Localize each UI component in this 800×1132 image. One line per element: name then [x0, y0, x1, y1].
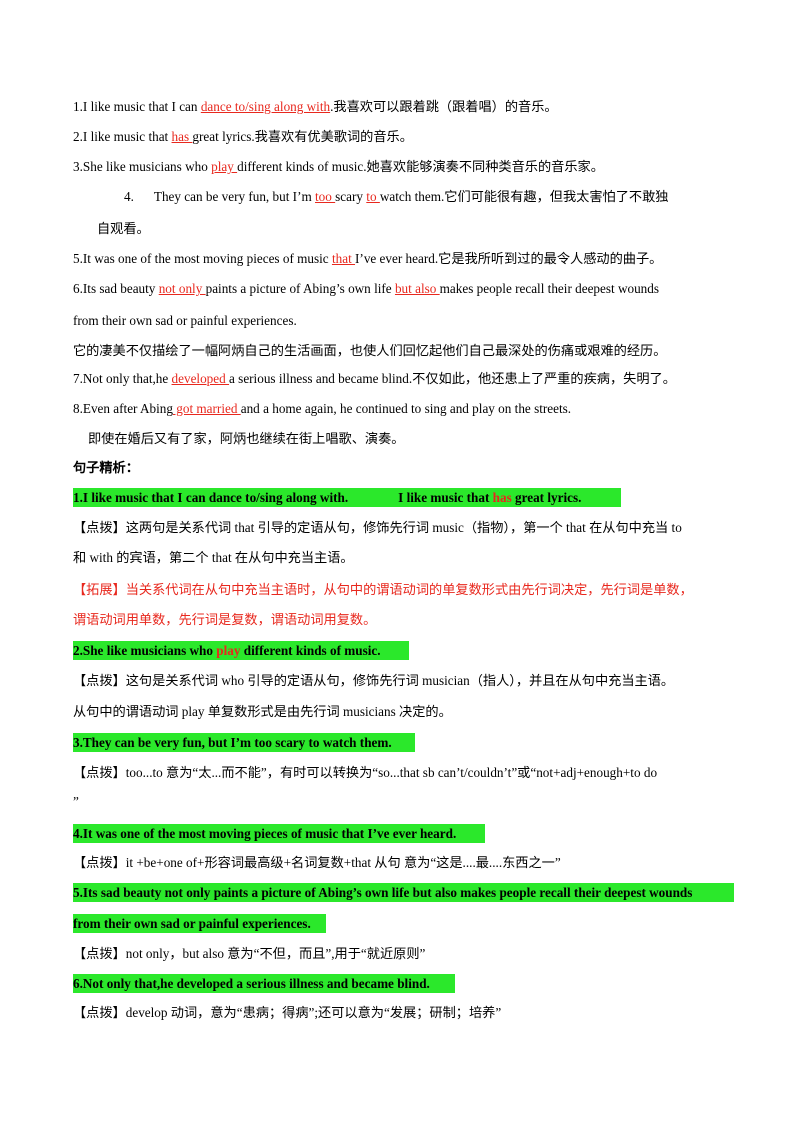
- sentence-6-translation: 它的凄美不仅描绘了一幅阿炳自己的生活画面，也使人们回忆起他们自己最深处的伤痛或艰…: [73, 343, 667, 358]
- answer-blank: developed: [171, 371, 230, 386]
- analysis-heading: 句子精析：: [73, 460, 139, 475]
- answer-blank: that: [331, 251, 356, 266]
- analysis-note-2-continued: 从句中的谓语动词 play 单复数形式是由先行词 musicians 决定的。: [73, 704, 452, 719]
- answer-blank: to: [366, 189, 380, 204]
- answer-blank: but also: [394, 281, 440, 296]
- analysis-note-2: 【点拨】这句是关系代词 who 引导的定语从句，修饰先行词 musician（指…: [73, 673, 675, 688]
- analysis-highlight-1: 1.I like music that I can dance to/sing …: [73, 488, 621, 508]
- analysis-highlight-5: 5.Its sad beauty not only paints a pictu…: [73, 883, 734, 903]
- extension-note-continued: 谓语动词用单数，先行词是复数，谓语动词用复数。: [73, 612, 377, 627]
- answer-blank: has: [171, 129, 193, 144]
- analysis-highlight-2: 2.She like musicians who play different …: [73, 641, 409, 661]
- sentence-6: 6.Its sad beauty not only paints a pictu…: [73, 281, 660, 296]
- analysis-highlight-4: 4.It was one of the most moving pieces o…: [73, 824, 485, 844]
- analysis-highlight-6: 6.Not only that,he developed a serious i…: [73, 974, 455, 994]
- sentence-8: 8.Even after Abing got married and a hom…: [73, 401, 572, 416]
- sentence-5: 5.It was one of the most moving pieces o…: [73, 251, 663, 266]
- answer-blank: not only: [158, 281, 206, 296]
- sentence-7: 7.Not only that,he developed a serious i…: [73, 371, 676, 386]
- answer-blank: too: [315, 189, 336, 204]
- sentence-4: 4.They can be very fun, but I’m too scar…: [124, 189, 669, 204]
- analysis-note-3-continued: ”: [73, 794, 79, 809]
- analysis-highlight-3: 3.They can be very fun, but I’m too scar…: [73, 733, 415, 753]
- analysis-note-6: 【点拨】develop 动词，意为“患病；得病”;还可以意为“发展；研制；培养”: [73, 1005, 502, 1020]
- sentence-1: 1.I like music that I can dance to/sing …: [73, 99, 558, 114]
- answer-blank: got married: [172, 401, 241, 416]
- analysis-note-1: 【点拨】这两句是关系代词 that 引导的定语从句，修饰先行词 music（指物…: [73, 520, 682, 535]
- sentence-2: 2.I like music that has great lyrics.我喜欢…: [73, 129, 413, 144]
- analysis-highlight-5-continued: from their own sad or painful experience…: [73, 914, 326, 934]
- sentence-3: 3.She like musicians who play different …: [73, 159, 604, 174]
- answer-blank: dance to/sing along with: [200, 99, 331, 114]
- extension-note: 【拓展】当关系代词在从句中充当主语时，从句中的谓语动词的单复数形式由先行词决定，…: [73, 582, 693, 597]
- sentence-6-continued: from their own sad or painful experience…: [73, 313, 297, 328]
- sentence-8-translation: 即使在婚后又有了家，阿炳也继续在街上唱歌、演奏。: [88, 431, 405, 446]
- analysis-note-5: 【点拨】not only，but also 意为“不但，而且”,用于“就近原则”: [73, 946, 426, 961]
- analysis-note-4: 【点拨】it +be+one of+形容词最高级+名词复数+that 从句 意为…: [73, 855, 561, 870]
- analysis-note-3: 【点拨】too...to 意为“太...而不能”，有时可以转换为“so...th…: [73, 765, 658, 780]
- answer-blank: play: [211, 159, 238, 174]
- analysis-note-1-continued: 和 with 的宾语，第二个 that 在从句中充当主语。: [73, 550, 354, 565]
- sentence-4-continued: 自观看。: [97, 221, 150, 236]
